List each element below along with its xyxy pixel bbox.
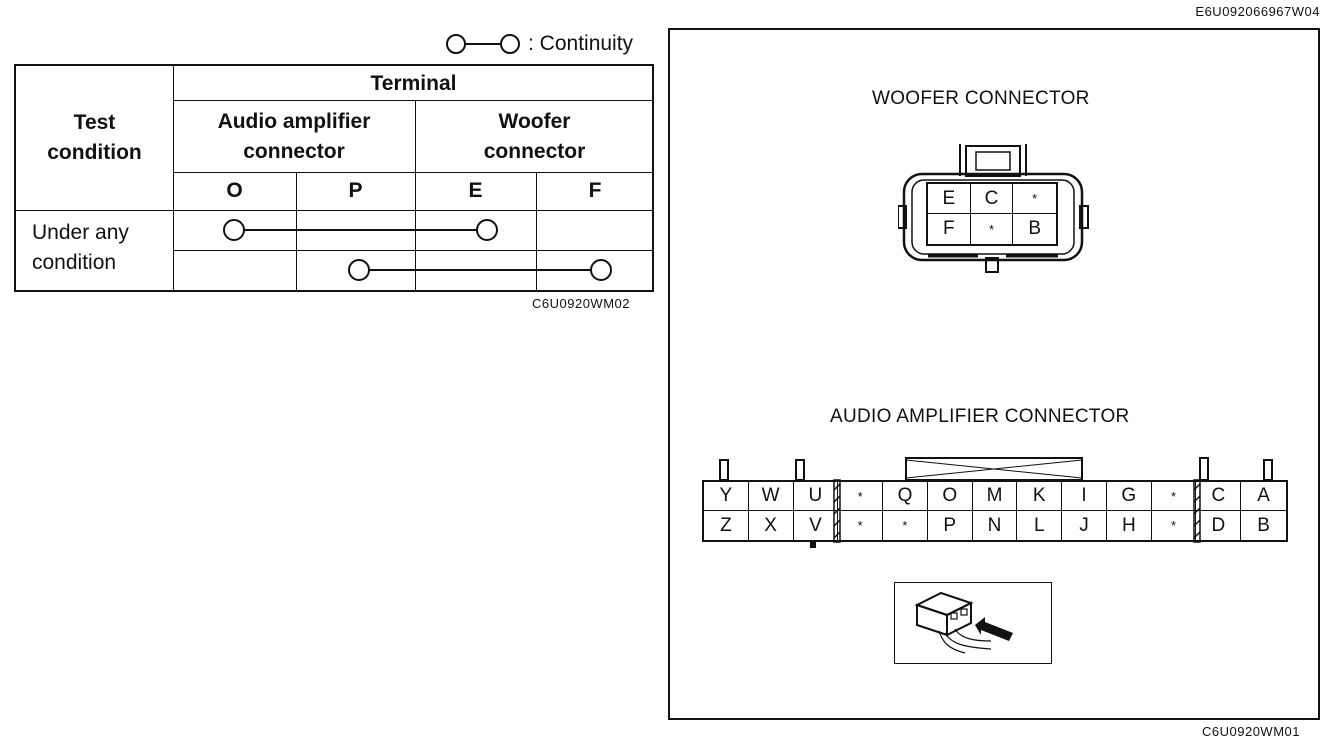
woofer-connector-title: WOOFER CONNECTOR xyxy=(872,88,1090,109)
woofer-pin: * xyxy=(1013,184,1056,214)
audio-amplifier-connector-header: Audio amplifier connector xyxy=(217,110,371,163)
terminal-header: Terminal xyxy=(370,72,457,95)
continuity-o-e xyxy=(223,219,498,241)
amplifier-pin: * xyxy=(1151,482,1197,511)
amplifier-pin: I xyxy=(1062,482,1107,511)
amplifier-pin: L xyxy=(1017,511,1063,540)
amplifier-pin: * xyxy=(1152,511,1197,540)
amplifier-pin: X xyxy=(749,511,794,540)
woofer-connector-header: Woofer connector xyxy=(483,110,586,163)
continuity-p-f xyxy=(348,259,612,281)
amplifier-pin: M xyxy=(972,482,1018,511)
condition-label: Under any condition xyxy=(32,221,129,274)
amplifier-pin: K xyxy=(1017,482,1063,511)
woofer-pin: C xyxy=(970,184,1014,214)
woofer-connector-drawing xyxy=(898,144,1089,273)
connector-view-arrow-icon xyxy=(914,591,1013,654)
amplifier-pin: Z xyxy=(704,511,749,540)
woofer-pin: * xyxy=(971,214,1014,244)
amplifier-pin: * xyxy=(838,482,884,511)
woofer-pin: E xyxy=(928,184,971,214)
continuity-marks xyxy=(223,219,612,281)
amplifier-pin: W xyxy=(748,482,794,511)
diagram-figure-code: C6U0920WM01 xyxy=(1202,724,1300,739)
view-direction-inset xyxy=(894,582,1052,664)
continuity-legend-label: : Continuity xyxy=(528,32,634,55)
audio-amplifier-connector-title: AUDIO AMPLIFIER CONNECTOR xyxy=(830,406,1130,427)
continuity-legend: : Continuity xyxy=(444,30,633,58)
terminal-p-header: P xyxy=(348,179,363,202)
amplifier-pin: N xyxy=(973,511,1018,540)
woofer-pin: F xyxy=(928,214,971,244)
amplifier-pin: J xyxy=(1062,511,1107,540)
continuity-table: Test condition Terminal Audio amplifier … xyxy=(14,64,654,292)
test-condition-header: Test condition xyxy=(47,111,142,164)
connector-diagram-panel: WOOFER CONNECTOR E C * F * B AUDIO AMPLI… xyxy=(668,28,1320,720)
amplifier-pin: U xyxy=(793,482,839,511)
amplifier-pin: P xyxy=(928,511,973,540)
amplifier-pin: G xyxy=(1106,482,1152,511)
terminal-f-header: F xyxy=(588,179,602,202)
amplifier-pin: H xyxy=(1107,511,1152,540)
terminal-e-header: E xyxy=(468,179,483,202)
amplifier-pin: D xyxy=(1196,511,1242,540)
amplifier-pin: A xyxy=(1241,482,1286,511)
amplifier-pin: Q xyxy=(883,482,928,511)
continuity-symbol-icon xyxy=(446,34,520,54)
table-figure-code: C6U0920WM02 xyxy=(532,296,630,311)
document-code: E6U092066967W04 xyxy=(1195,4,1320,19)
terminal-o-header: O xyxy=(226,179,243,202)
amplifier-pin: Y xyxy=(704,482,749,511)
amplifier-pin: * xyxy=(883,511,928,540)
amplifier-pin: C xyxy=(1196,482,1242,511)
woofer-pin-grid: E C * F * B xyxy=(926,182,1058,246)
amplifier-pin: B xyxy=(1257,514,1270,536)
amplifier-pin: * xyxy=(838,511,884,540)
woofer-pin: B xyxy=(1028,218,1041,239)
amplifier-pin: V xyxy=(794,511,839,540)
amplifier-pin: O xyxy=(927,482,973,511)
